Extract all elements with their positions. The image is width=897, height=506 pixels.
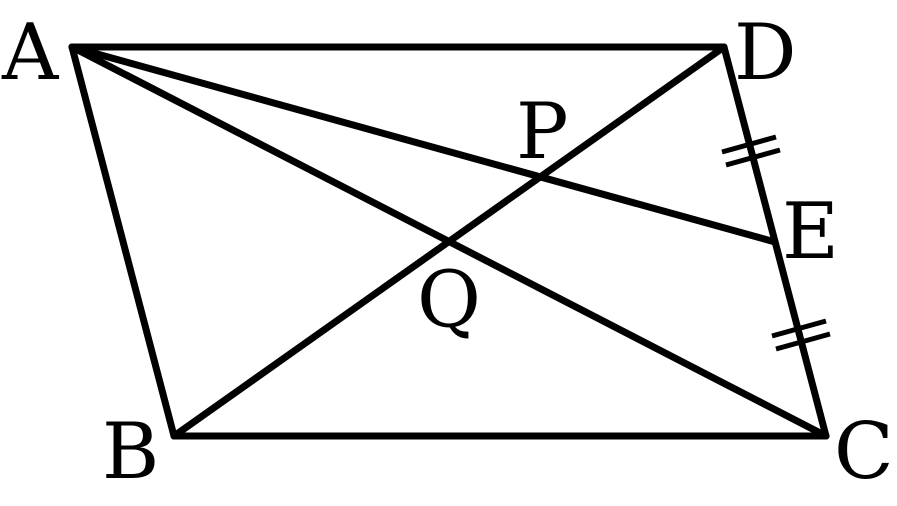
diagonal-BD (170, 43, 728, 440)
segment-AE (68, 43, 779, 246)
label-D: D (734, 8, 797, 98)
label-C: C (834, 407, 894, 497)
label-A: A (1, 8, 60, 98)
label-P: P (516, 87, 568, 177)
tick-marks-DE (721, 134, 781, 168)
label-B: B (102, 407, 159, 497)
label-E: E (782, 187, 839, 277)
tick-marks-EC (771, 318, 831, 352)
label-Q: Q (417, 255, 481, 345)
side-AB (68, 43, 178, 440)
